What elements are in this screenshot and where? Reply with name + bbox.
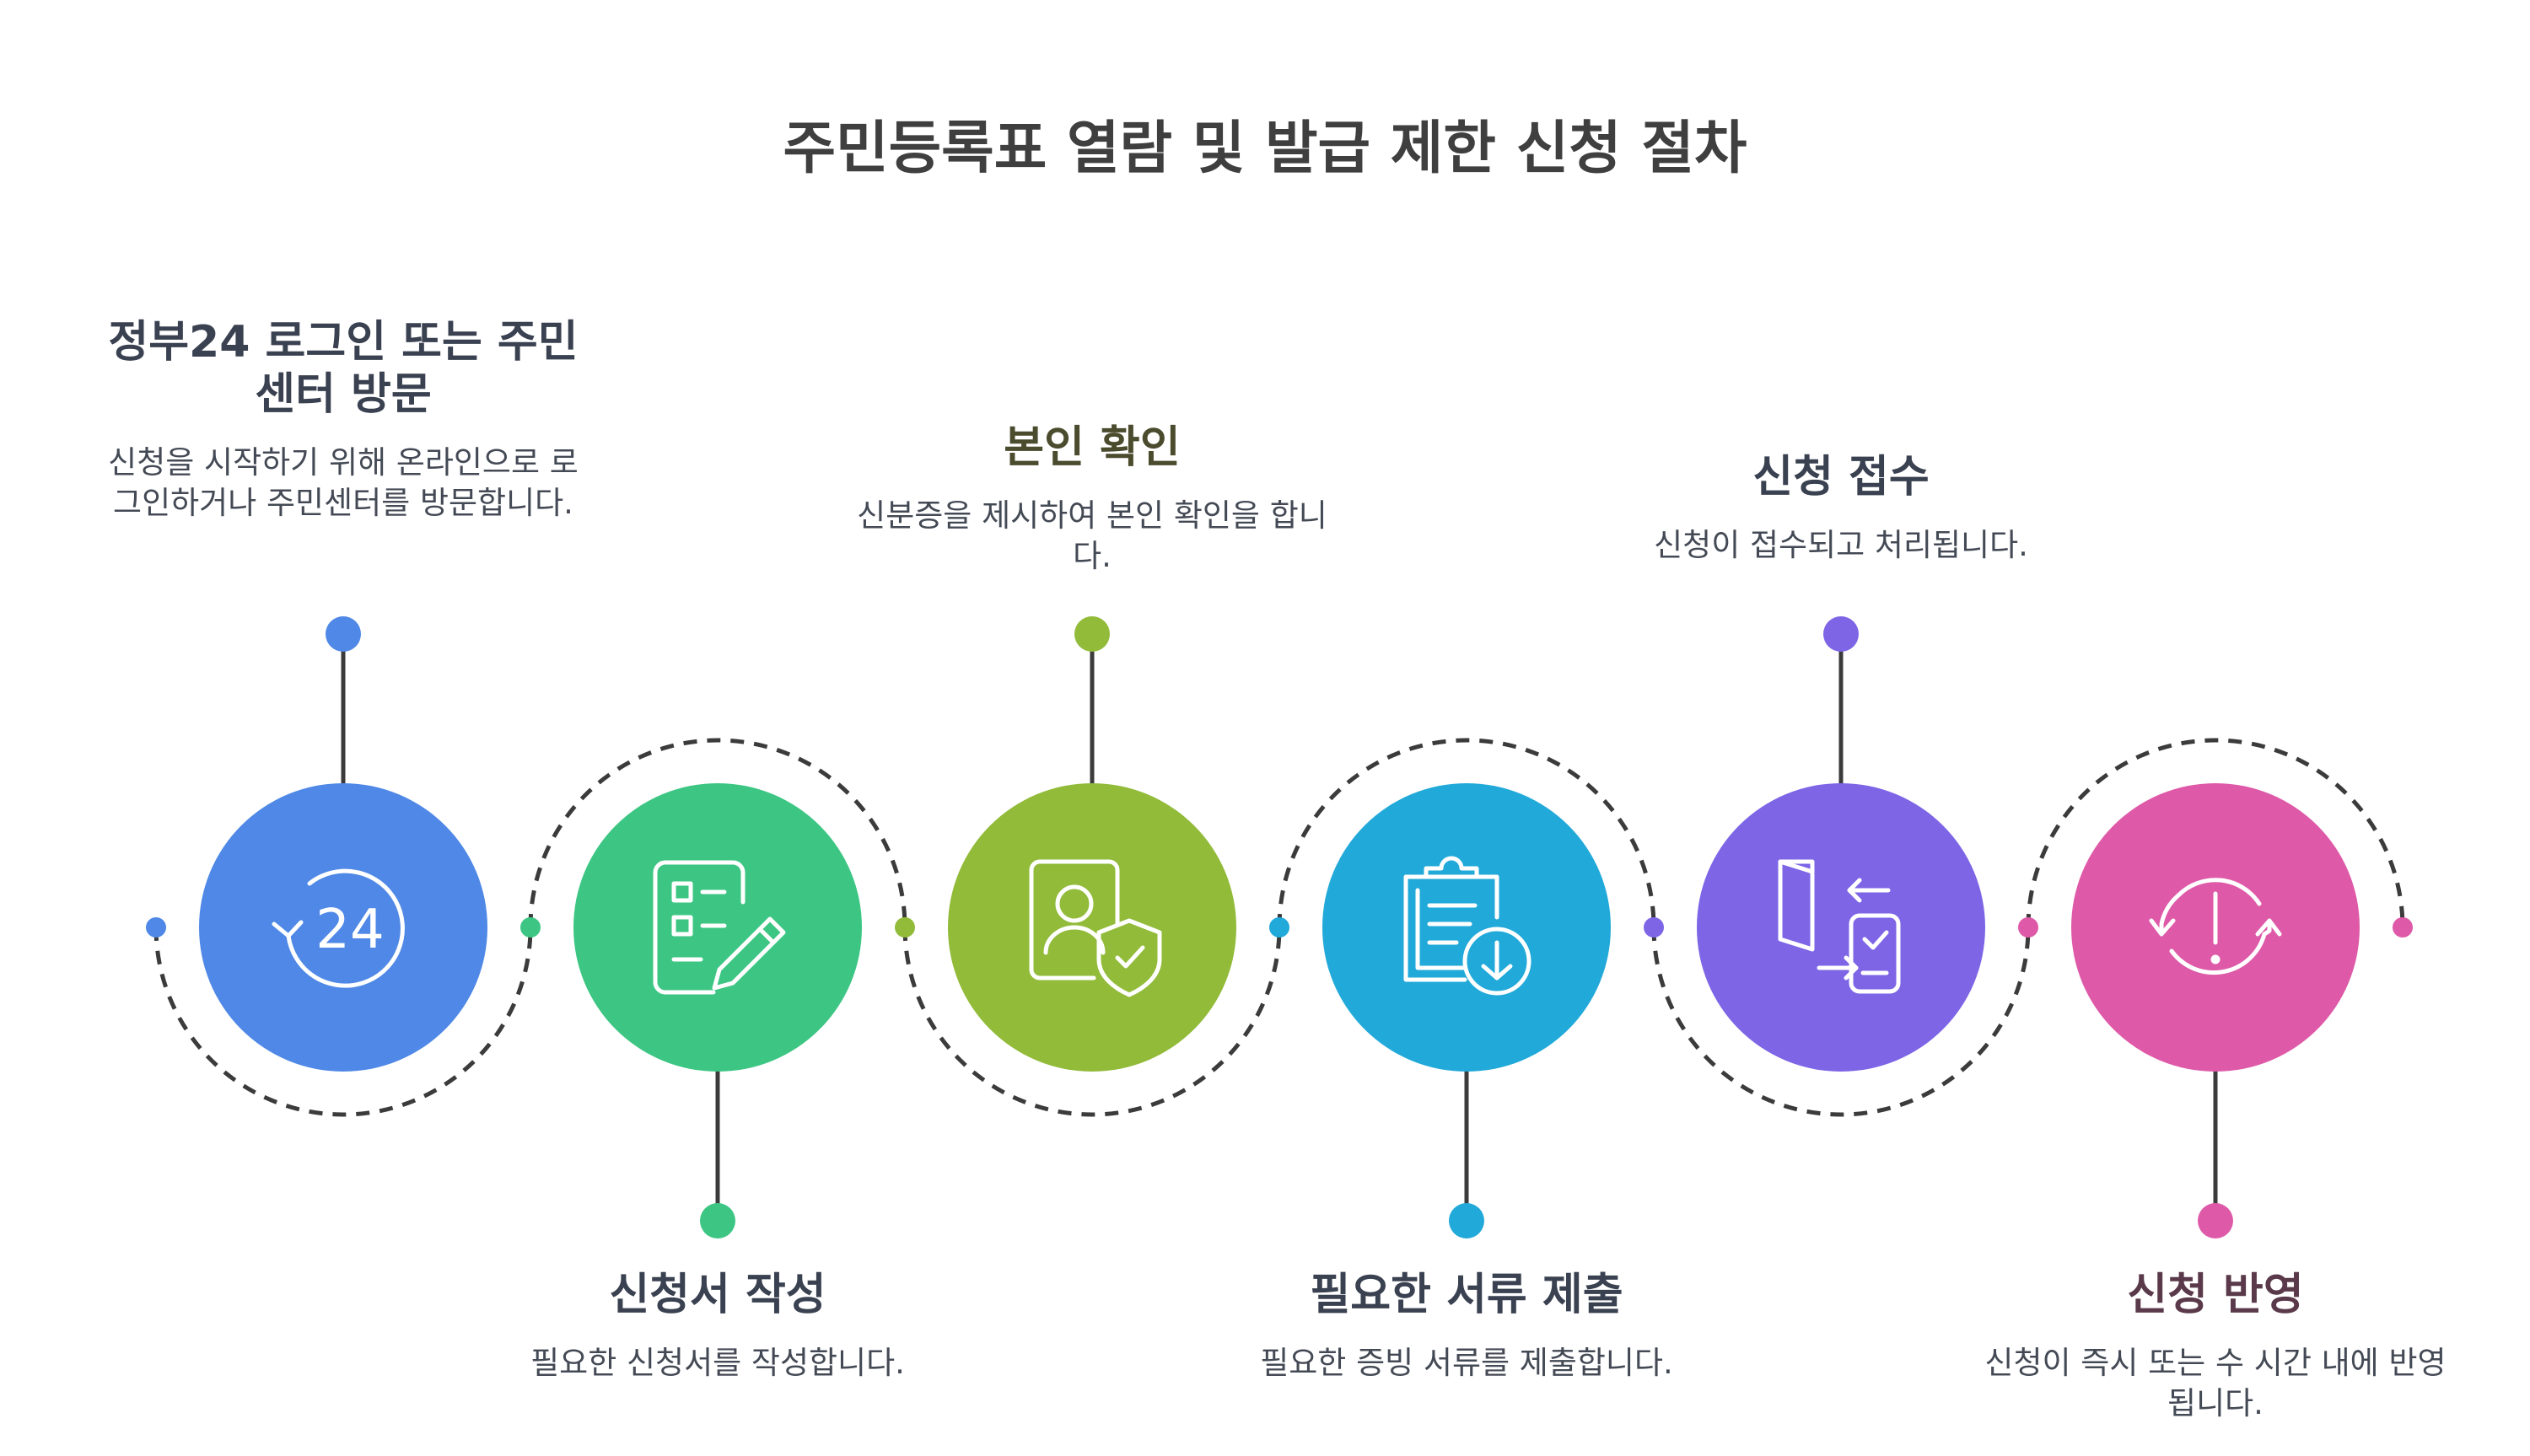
step-title-applied: 신청 반영 <box>2127 1270 2304 1320</box>
clipboard-download-icon <box>1403 856 1531 996</box>
id-card-shield-icon <box>1029 859 1162 997</box>
stem-dot <box>326 616 361 652</box>
junction-dot <box>2018 917 2038 938</box>
form-pencil-icon <box>653 860 786 995</box>
24-hour-text: 24 <box>315 899 384 961</box>
step-text-received: 신청 접수 신청이 접수되고 처리됩니다. <box>1605 451 2077 566</box>
connector-arc <box>1277 738 1656 928</box>
step-circle-verify <box>948 783 1236 1072</box>
page-title: 주민등록표 열람 및 발급 제한 신청 절차 <box>783 116 1747 182</box>
step-circle-login <box>199 783 487 1072</box>
step-text-applied: 신청 반영 신청이 즉시 또는 수 시간 내에 반영됩니다. <box>1979 1269 2452 1424</box>
connector-arc <box>1651 927 2031 1117</box>
step-circle-documents <box>1322 783 1611 1072</box>
connector-arc <box>528 738 907 928</box>
step-title-verify: 본인 확인 <box>1004 422 1181 473</box>
stem-dot <box>1823 616 1859 652</box>
alert-refresh-icon <box>2149 878 2282 975</box>
step-text-verify: 본인 확인 신분증을 제시하여 본인 확인을 합니다. <box>856 422 1328 577</box>
stem-dot <box>1449 1203 1484 1238</box>
step-description-applied: 신청이 즉시 또는 수 시간 내에 반영됩니다. <box>1984 1345 2447 1421</box>
step-text-login: 정부24 로그인 또는 주민센터 방문 신청을 시작하기 위해 온라인으로 로그… <box>107 316 579 524</box>
step-description-verify: 신분증을 제시하여 본인 확인을 합니다. <box>857 497 1327 574</box>
step-title-form: 신청서 작성 <box>609 1270 826 1320</box>
connector-arc <box>902 927 1282 1117</box>
step-description-received: 신청이 접수되고 처리됩니다. <box>1654 527 2028 563</box>
door-phone-exchange-icon <box>1778 859 1901 994</box>
step-description-login: 신청을 시작하기 위해 온라인으로 로그인하거나 주민센터를 방문합니다. <box>108 444 579 521</box>
stem-dot <box>2198 1203 2233 1238</box>
connector-arc <box>153 927 533 1117</box>
junction-dot <box>1269 917 1289 938</box>
step-text-form: 신청서 작성 필요한 신청서를 작성합니다. <box>482 1269 954 1383</box>
junction-dot <box>2393 917 2413 938</box>
step-description-form: 필요한 신청서를 작성합니다. <box>530 1345 905 1381</box>
connector-arc <box>2026 738 2405 928</box>
junction-dot <box>520 917 541 938</box>
24-hour-refresh-icon: 24 <box>272 868 405 988</box>
step-text-documents: 필요한 서류 제출 필요한 증빙 서류를 제출합니다. <box>1230 1269 1703 1383</box>
junction-dot <box>1644 917 1664 938</box>
step-description-documents: 필요한 증빙 서류를 제출합니다. <box>1260 1345 1673 1381</box>
junction-dot <box>895 917 915 938</box>
stem-dot <box>1074 616 1110 652</box>
step-title-login: 정부24 로그인 또는 주민센터 방문 <box>108 317 579 420</box>
junction-dot <box>146 917 166 938</box>
stem-dot <box>700 1203 735 1238</box>
step-title-received: 신청 접수 <box>1752 452 1930 502</box>
step-circle-received <box>1697 783 1985 1072</box>
step-title-documents: 필요한 서류 제출 <box>1310 1270 1623 1320</box>
